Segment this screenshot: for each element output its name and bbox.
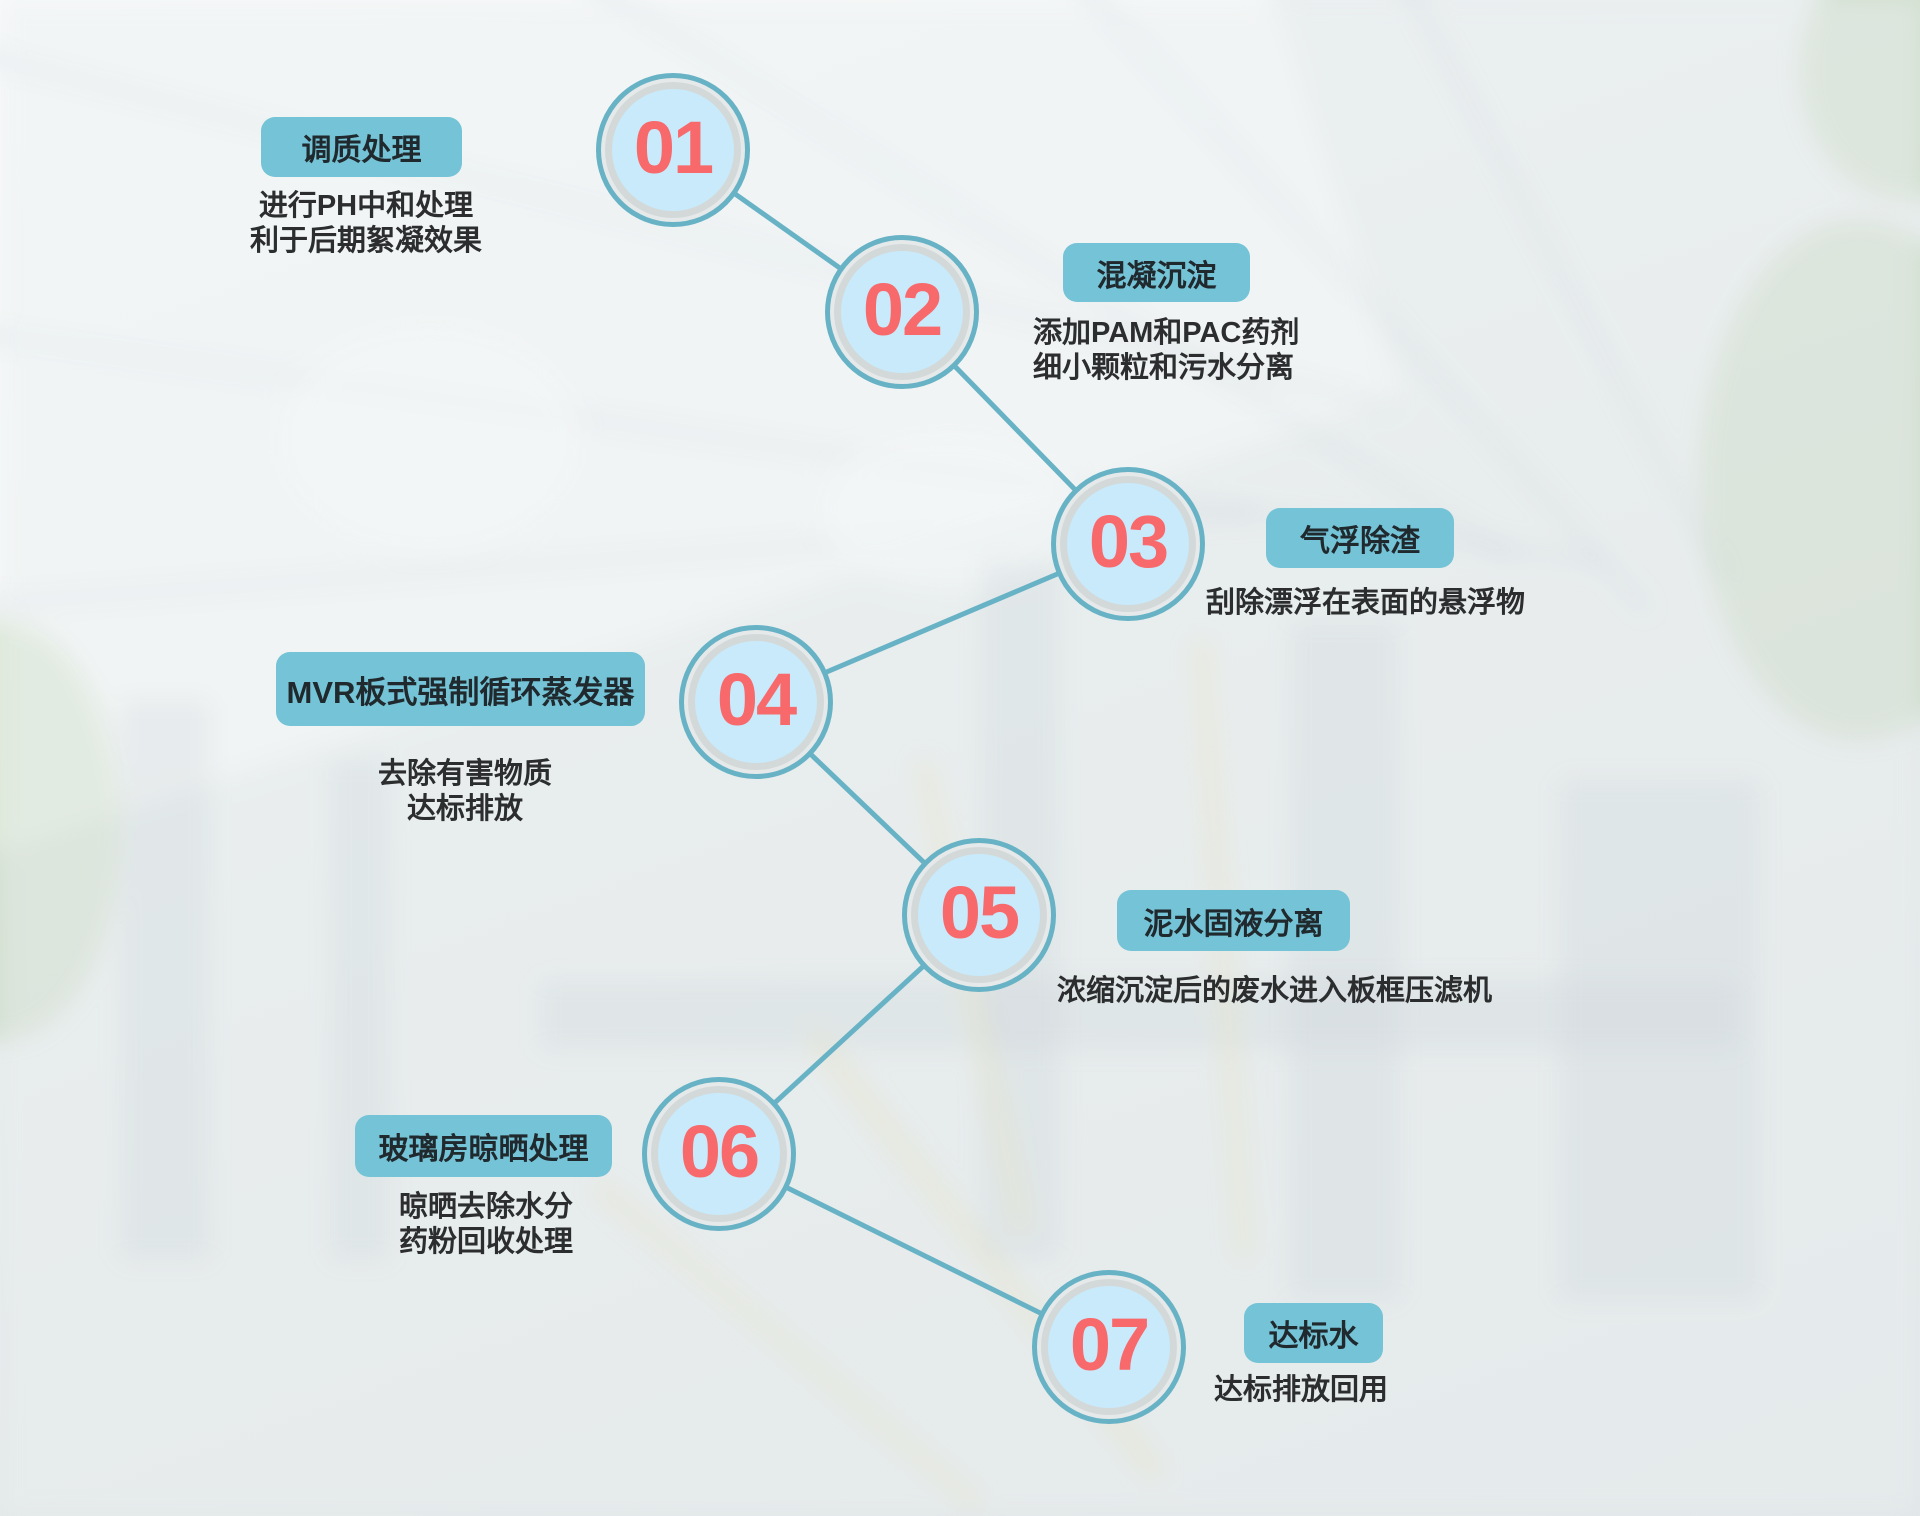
step-description-03: 刮除漂浮在表面的悬浮物 <box>1206 587 1526 619</box>
step-description-07: 达标排放回用 <box>1214 1374 1389 1406</box>
step-number: 07 <box>1069 1302 1150 1386</box>
equipment <box>120 700 210 1260</box>
step-number: 04 <box>716 657 797 741</box>
equipment <box>1560 780 1760 1300</box>
step-circle-inner: 06 <box>658 1093 780 1215</box>
step-description-04: 去除有害物质 达标排放 <box>377 758 552 826</box>
step-number: 06 <box>679 1109 760 1193</box>
step-description-02: 添加PAM和PAC药剂 细小颗粒和污水分离 <box>1033 317 1300 385</box>
step-label-01: 调质处理 <box>261 117 462 177</box>
step-description-05: 浓缩沉淀后的废水进入板框压滤机 <box>1057 975 1493 1007</box>
equipment <box>540 980 1740 1050</box>
step-description-06: 晾晒去除水分 药粉回收处理 <box>398 1191 573 1259</box>
step-circle-02: 02 <box>825 235 979 389</box>
step-number: 03 <box>1088 499 1169 583</box>
equipment <box>1290 620 1400 1300</box>
step-circle-inner: 02 <box>841 251 963 373</box>
step-circle-05: 05 <box>902 838 1056 992</box>
step-circle-07: 07 <box>1032 1270 1186 1424</box>
step-circle-inner: 03 <box>1067 483 1189 605</box>
step-circle-04: 04 <box>679 625 833 779</box>
step-circle-inner: 07 <box>1048 1286 1170 1408</box>
tank <box>280 330 580 550</box>
step-label-04: MVR板式强制循环蒸发器 <box>276 652 645 726</box>
step-circle-01: 01 <box>596 73 750 227</box>
step-circle-inner: 04 <box>695 641 817 763</box>
step-label-03: 气浮除渣 <box>1266 508 1454 568</box>
step-label-06: 玻璃房晾晒处理 <box>355 1115 612 1177</box>
step-number: 01 <box>633 105 714 189</box>
step-label-07: 达标水 <box>1244 1303 1383 1363</box>
step-number: 02 <box>862 267 943 351</box>
step-label-05: 泥水固液分离 <box>1117 890 1350 951</box>
step-circle-inner: 05 <box>918 854 1040 976</box>
step-circle-03: 03 <box>1051 467 1205 621</box>
step-circle-inner: 01 <box>612 89 734 211</box>
step-number: 05 <box>939 870 1020 954</box>
step-label-02: 混凝沉淀 <box>1063 243 1250 302</box>
tank <box>820 430 1080 590</box>
step-circle-06: 06 <box>642 1077 796 1231</box>
step-description-01: 进行PH中和处理 利于后期絮凝效果 <box>249 190 482 258</box>
